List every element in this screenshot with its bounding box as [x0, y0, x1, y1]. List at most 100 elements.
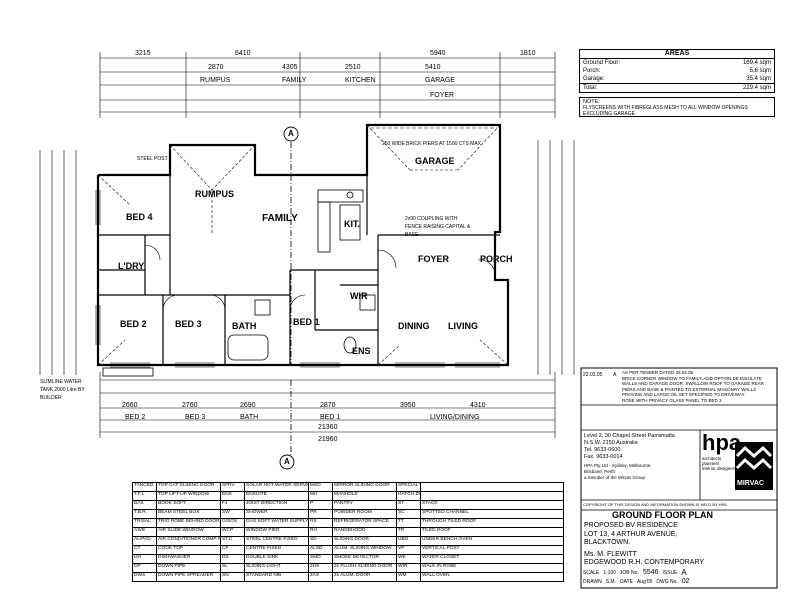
legend-cell: SMOKE DETECTOR — [333, 555, 397, 564]
room-bed4: BED 4 — [126, 212, 153, 222]
legend-cell: CENTRE FIXED — [245, 546, 309, 555]
firm-address-line: Level 2, 30 Chapel Street Parramatta — [584, 433, 675, 439]
date-label: DATE — [619, 579, 633, 585]
legend-cell: SLIDING LIGHT — [245, 564, 309, 573]
legend-cell: AIR CONDITIONER COMP PAD — [157, 537, 221, 546]
overall-dim-2: 21960 — [318, 436, 338, 443]
areas-row-garage: Garage:35.4 sqm — [580, 75, 774, 84]
issue-value: A — [681, 568, 687, 577]
note-line-1: FLYSCREENS WITH FIBREGLASS MESH TO ALL W… — [583, 105, 748, 111]
note-line-2: EXCLUDING GARAGE — [583, 111, 635, 117]
legend-cell: DWS — [133, 573, 157, 581]
legend-cell: RS — [309, 519, 333, 528]
legend-cell: REFRIGERATOR SPACE — [333, 519, 397, 528]
legend-cell: 2x FLUSH SLIDING DOOR — [333, 564, 397, 573]
drawn-value: S.M. — [605, 579, 616, 585]
legend-cell: RANGEHOOD — [333, 528, 397, 537]
bottom-dim-2: 2760 — [182, 402, 198, 409]
legend-cell — [421, 492, 563, 501]
bathroom-fixtures — [227, 294, 376, 361]
room-family: FAMILY — [262, 213, 298, 224]
project-line: LOT 13, 4 ARTHUR AVENUE, — [584, 530, 678, 538]
top-dim-2: 6410 — [235, 50, 251, 57]
room-ens: ENS — [352, 346, 371, 356]
bottom-room-bed2: BED 2 — [125, 414, 146, 421]
sheet-value: 02 — [681, 578, 690, 585]
legend-cell: T.B.R. — [133, 510, 157, 519]
water-tank-note: SLIMLINE WATER TANK 2000 Litre BY BUILDE… — [40, 379, 85, 401]
legend-cell: SLIDING DOOR — [333, 537, 397, 546]
legend-cell: WM — [397, 573, 421, 581]
legend-cell: SMD — [309, 555, 333, 564]
drawn-label: DRAWN — [583, 579, 602, 585]
legend-cell: SHOWER — [245, 510, 309, 519]
firm-office-line: HPA Pty Ltd - Sydney, Melbourne, — [584, 463, 652, 468]
legend-cell: G/SOS — [221, 519, 245, 528]
legend-cell: MH — [309, 492, 333, 501]
legend-cell: SN — [221, 573, 245, 581]
legend-cell: TR — [397, 528, 421, 537]
internal-walls — [98, 175, 500, 365]
legend-cell: TILED ROOF — [421, 528, 563, 537]
section-marker-bottom — [279, 454, 295, 470]
windows — [95, 190, 500, 368]
legend-cell: UNDER BENCH OVEN — [421, 537, 563, 546]
legend-cell: TOP CAT SLIDING DOOR — [157, 483, 221, 492]
roof-hip-lines — [97, 124, 509, 366]
legend-cell: MANHOLE — [333, 492, 397, 501]
legend-cell: RH — [309, 528, 333, 537]
areas-table: AREAS Ground Floor:169.4 sqm Porch:5.6 s… — [579, 49, 775, 93]
firm-address-line: Tel. 9633-0600 — [584, 447, 621, 453]
bottom-room-bed1: BED 1 — [320, 414, 341, 421]
room-strip-foyer: FOYER — [430, 92, 455, 99]
project-description: PROPOSED BV RESIDENCE LOT 13, 4 ARTHUR A… — [584, 522, 678, 548]
note-box: NOTE: FLYSCREENS WITH FIBREGLASS MESH TO… — [579, 97, 775, 117]
legend-cell: DOWN PIPE — [157, 564, 221, 573]
firm-address-line: Fax. 9633-0014 — [584, 454, 623, 460]
room-strip-garage: GARAGE — [425, 77, 455, 84]
legend-cell: P — [309, 501, 333, 510]
revision-date: 22.03.05 — [583, 372, 603, 378]
revision-line: ROSE WITH PRIVACY GLASS PANEL TO BED 3 — [622, 397, 722, 403]
legend-cell: MSD — [309, 483, 333, 492]
legend-cell: DH — [133, 555, 157, 564]
legend-cell: SOLAR HOT WATER SERVICE — [245, 483, 309, 492]
garage-coupling-note: 2x90 COUPLING WITH FENCE RAISING CAPITAL… — [405, 216, 471, 238]
legend-cell: POWDER ROOM — [333, 510, 397, 519]
legend-cell: ST.C — [221, 537, 245, 546]
legend-cell: GAS SOFT WATER SUPPLY — [245, 519, 309, 528]
legend-cell: T.F.L — [133, 492, 157, 501]
kitchen-bench — [317, 189, 364, 253]
legend-cell: JOIST DIRECTION — [245, 501, 309, 510]
legend-cell: WCP — [221, 528, 245, 537]
mirvac-logo: MIRVAC — [735, 442, 773, 490]
room-bath: BATH — [232, 321, 257, 331]
legend-cell: SD — [309, 537, 333, 546]
legend-cell: ENS — [221, 492, 245, 501]
project-line: BLACKTOWN. — [584, 539, 631, 546]
areas-title: AREAS — [580, 50, 774, 59]
water-tank — [102, 367, 154, 377]
overall-dim-1: 21360 — [318, 424, 338, 431]
note-heading: NOTE: — [583, 99, 600, 105]
top-sub-dim-2: 4305 — [282, 64, 298, 71]
revision-line: PROVIDE AND LARGE OIL SET SPECIFIED TO D… — [622, 392, 745, 397]
title-block-frame — [580, 367, 778, 589]
job-label: JOB No. — [619, 570, 639, 576]
legend-cell: CT — [133, 546, 157, 555]
bottom-dim-1: 2660 — [122, 402, 138, 409]
top-dimension-lines — [99, 52, 556, 118]
legend-cell: TRISAL — [133, 519, 157, 528]
bottom-dim-6: 4310 — [470, 402, 486, 409]
project-line: PROPOSED BV RESIDENCE — [584, 522, 678, 529]
hpa-logo: hpa — [702, 430, 742, 455]
room-strip-kitchen: KITCHEN — [345, 77, 376, 84]
legend-cell: DOWN PIPE SPREADER — [157, 573, 221, 581]
legend-cell: SW — [221, 510, 245, 519]
revision-line: WALLS AND GARAGE DOOR. SWALLOW ROOF TO G… — [622, 381, 765, 386]
legend-cell: ALUM. SLIDING WINDOW — [333, 546, 397, 555]
legend-cell: 2AS — [309, 573, 333, 581]
legend-cell: DP — [133, 564, 157, 573]
legend-cell: THROUGH TILED ROOF — [421, 519, 563, 528]
